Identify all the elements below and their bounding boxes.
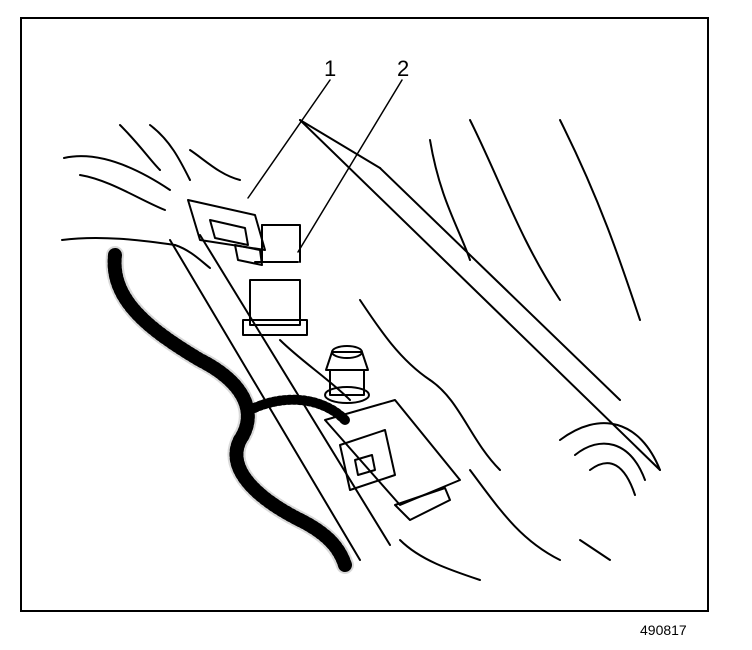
figure-id-label: 490817 (640, 622, 687, 638)
fuel-rail (299, 119, 661, 496)
lower-connector (324, 399, 461, 521)
callout-1-leader (247, 79, 331, 199)
fuel-injector (242, 224, 308, 336)
callout-1-label: 1 (324, 56, 336, 81)
bolt (324, 345, 370, 404)
wiring-harness-connector (187, 199, 266, 266)
callout-2-leader (297, 79, 403, 253)
engine-outline (279, 119, 641, 581)
wire-loom (105, 246, 354, 574)
figure-frame (20, 17, 709, 612)
hand (61, 124, 241, 269)
callout-2-label: 2 (397, 56, 409, 81)
